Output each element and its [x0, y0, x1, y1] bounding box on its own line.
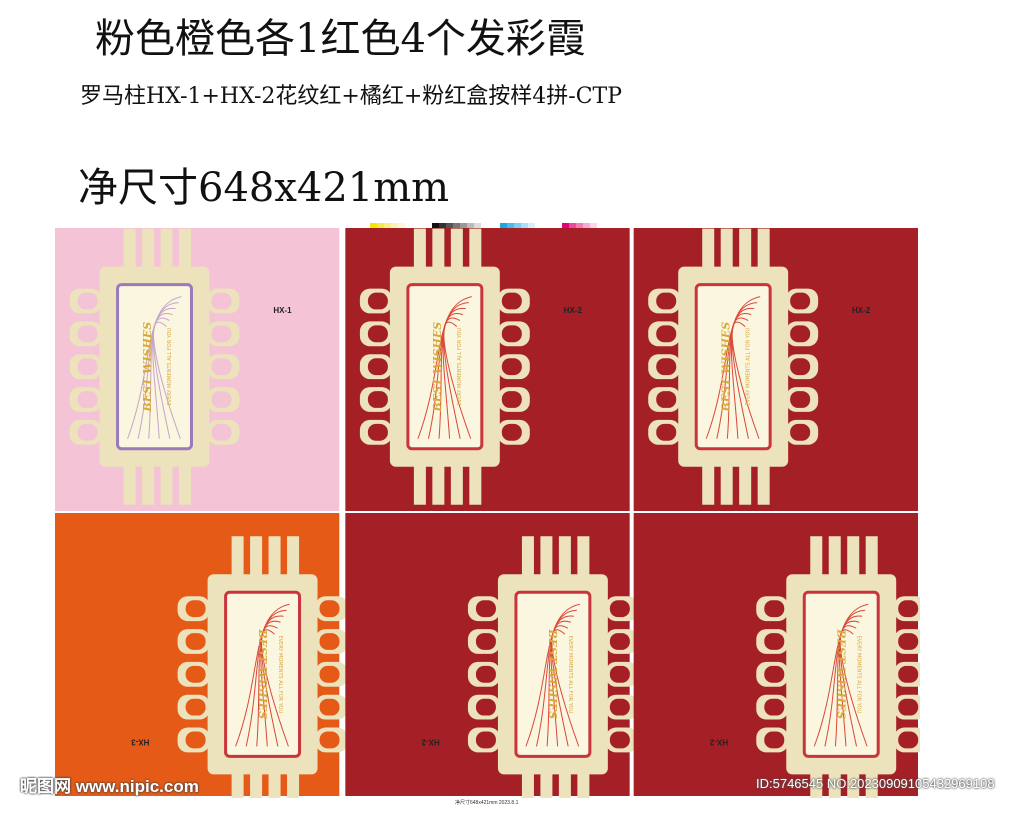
watermark-left: 昵图网 www.nipic.com — [20, 777, 199, 796]
watermark-right: ID:5746545 NO:20230909105432969108 — [756, 776, 995, 791]
box-code: HX-1 — [273, 306, 292, 315]
label-title: BEST WISHES — [835, 628, 848, 719]
box-code: HX-2 — [421, 737, 440, 746]
box-panel-1: BEST WISHES EVERY MOMENTS ALL FOR YOU HX-1 — [55, 228, 340, 511]
box-panel-6: BEST WISHES EVERY MOMENTS ALL FOR YOU HX-2 — [633, 513, 927, 813]
box-code: HX-2 — [564, 306, 583, 315]
box-code: HX-2 — [709, 737, 728, 746]
label-subtitle: EVERY MOMENTS ALL FOR YOU — [167, 328, 173, 406]
box-code: HX-2 — [852, 306, 871, 315]
box-code: HX-3 — [131, 737, 150, 746]
color-bar-gray — [432, 223, 481, 228]
box-panel-5: BEST WISHES EVERY MOMENTS ALL FOR YOU HX-2 — [345, 513, 638, 813]
box-panel-3: BEST WISHES EVERY MOMENTS ALL FOR YOU HX-2 — [633, 228, 918, 511]
label-title: BEST WISHES — [719, 322, 732, 413]
label-title: BEST WISHES — [431, 322, 444, 413]
label-subtitle: EVERY MOMENTS ALL FOR YOU — [567, 635, 573, 713]
box-panel-2: BEST WISHES EVERY MOMENTS ALL FOR YOU HX-2 — [345, 228, 630, 511]
footer-note: 净尺寸648x421mm 2023.8.1 — [455, 800, 519, 806]
color-bar-cyan — [500, 223, 535, 228]
label-subtitle: EVERY MOMENTS ALL FOR YOU — [855, 635, 861, 713]
order-title: 粉色橙色各1红色4个发彩霞 — [95, 16, 586, 62]
label-title: BEST WISHES — [141, 322, 154, 413]
dieline-layout: BEST WISHES EVERY MOMENTS ALL FOR YOU HX-1… — [55, 228, 927, 813]
label-subtitle: EVERY MOMENTS ALL FOR YOU — [457, 328, 463, 406]
net-size-label: 净尺寸648x421mm — [78, 165, 450, 211]
label-subtitle: EVERY MOMENTS ALL FOR YOU — [745, 328, 751, 406]
color-bar-left — [370, 223, 405, 228]
label-title: BEST WISHES — [546, 628, 559, 719]
label-title: BEST WISHES — [256, 628, 269, 719]
box-panel-4: BEST WISHES EVERY MOMENTS ALL FOR YOU HX-3 — [55, 513, 348, 813]
color-bar-magenta — [562, 223, 597, 228]
print-sheet: BEST WISHES EVERY MOMENTS ALL FOR YOU HX-1… — [55, 228, 927, 813]
label-subtitle: EVERY MOMENTS ALL FOR YOU — [277, 635, 283, 713]
order-description: 罗马柱HX-1+HX-2花纹红+橘红+粉红盒按样4拼-CTP — [80, 84, 623, 109]
